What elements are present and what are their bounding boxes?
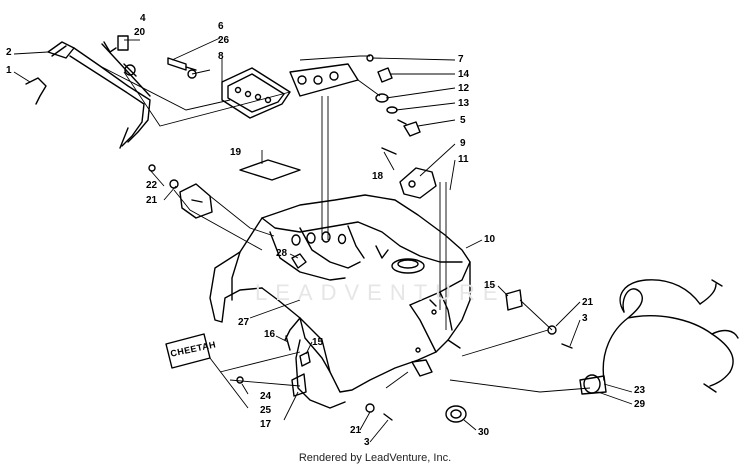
callout-6: 6 xyxy=(218,21,224,32)
callout-24: 24 xyxy=(260,391,272,402)
callout-3-lower: 3 xyxy=(364,437,370,448)
callout-8: 8 xyxy=(218,51,224,62)
callout-30: 30 xyxy=(478,427,490,438)
leader-lines xyxy=(14,38,632,442)
console-housing xyxy=(180,184,470,408)
callout-21-right: 21 xyxy=(582,297,594,308)
wiring-harness xyxy=(580,280,738,394)
grommet-30 xyxy=(446,406,466,422)
callout-15-right: 15 xyxy=(484,280,496,291)
callout-17: 17 xyxy=(260,419,272,430)
callout-28: 28 xyxy=(276,248,288,259)
callout-19: 19 xyxy=(230,147,242,158)
screw-18 xyxy=(382,148,396,154)
callout-5: 5 xyxy=(460,115,466,126)
callout-7: 7 xyxy=(458,54,464,65)
parts-16-15-17 xyxy=(286,336,310,396)
switch-hardware xyxy=(367,55,420,136)
callout-20: 20 xyxy=(134,27,146,38)
callout-25: 25 xyxy=(260,405,272,416)
callout-23: 23 xyxy=(634,385,646,396)
callout-2: 2 xyxy=(6,47,12,58)
callout-1: 1 xyxy=(6,65,12,76)
callout-29: 29 xyxy=(634,399,646,410)
cap-plate-9 xyxy=(400,168,436,198)
callout-27: 27 xyxy=(238,317,250,328)
callout-16: 16 xyxy=(264,329,276,340)
footer-credit: Rendered by LeadVenture, Inc. xyxy=(298,452,452,464)
callout-21-lower: 21 xyxy=(350,425,362,436)
callout-12: 12 xyxy=(458,83,470,94)
callout-4: 4 xyxy=(140,13,146,24)
bracket-plate xyxy=(290,64,358,96)
callout-3-right: 3 xyxy=(582,313,588,324)
callout-21-left: 21 xyxy=(146,195,158,206)
callout-26: 26 xyxy=(218,35,230,46)
cable-assembly xyxy=(26,42,150,148)
callout-15-lower: 15 xyxy=(312,337,324,348)
callout-9: 9 xyxy=(460,138,466,149)
callout-13: 13 xyxy=(458,98,470,109)
watermark: LEADVENTURE xyxy=(255,280,506,305)
callout-18: 18 xyxy=(372,171,384,182)
decal-19 xyxy=(240,160,300,180)
callout-14: 14 xyxy=(458,69,470,80)
bolt-6 xyxy=(168,58,196,78)
callout-10: 10 xyxy=(484,234,496,245)
clip-15-right xyxy=(506,290,522,310)
gauge-panel-plate xyxy=(222,68,290,118)
switch-4 xyxy=(118,36,136,76)
callout-11: 11 xyxy=(458,154,469,165)
callout-22: 22 xyxy=(146,180,158,191)
